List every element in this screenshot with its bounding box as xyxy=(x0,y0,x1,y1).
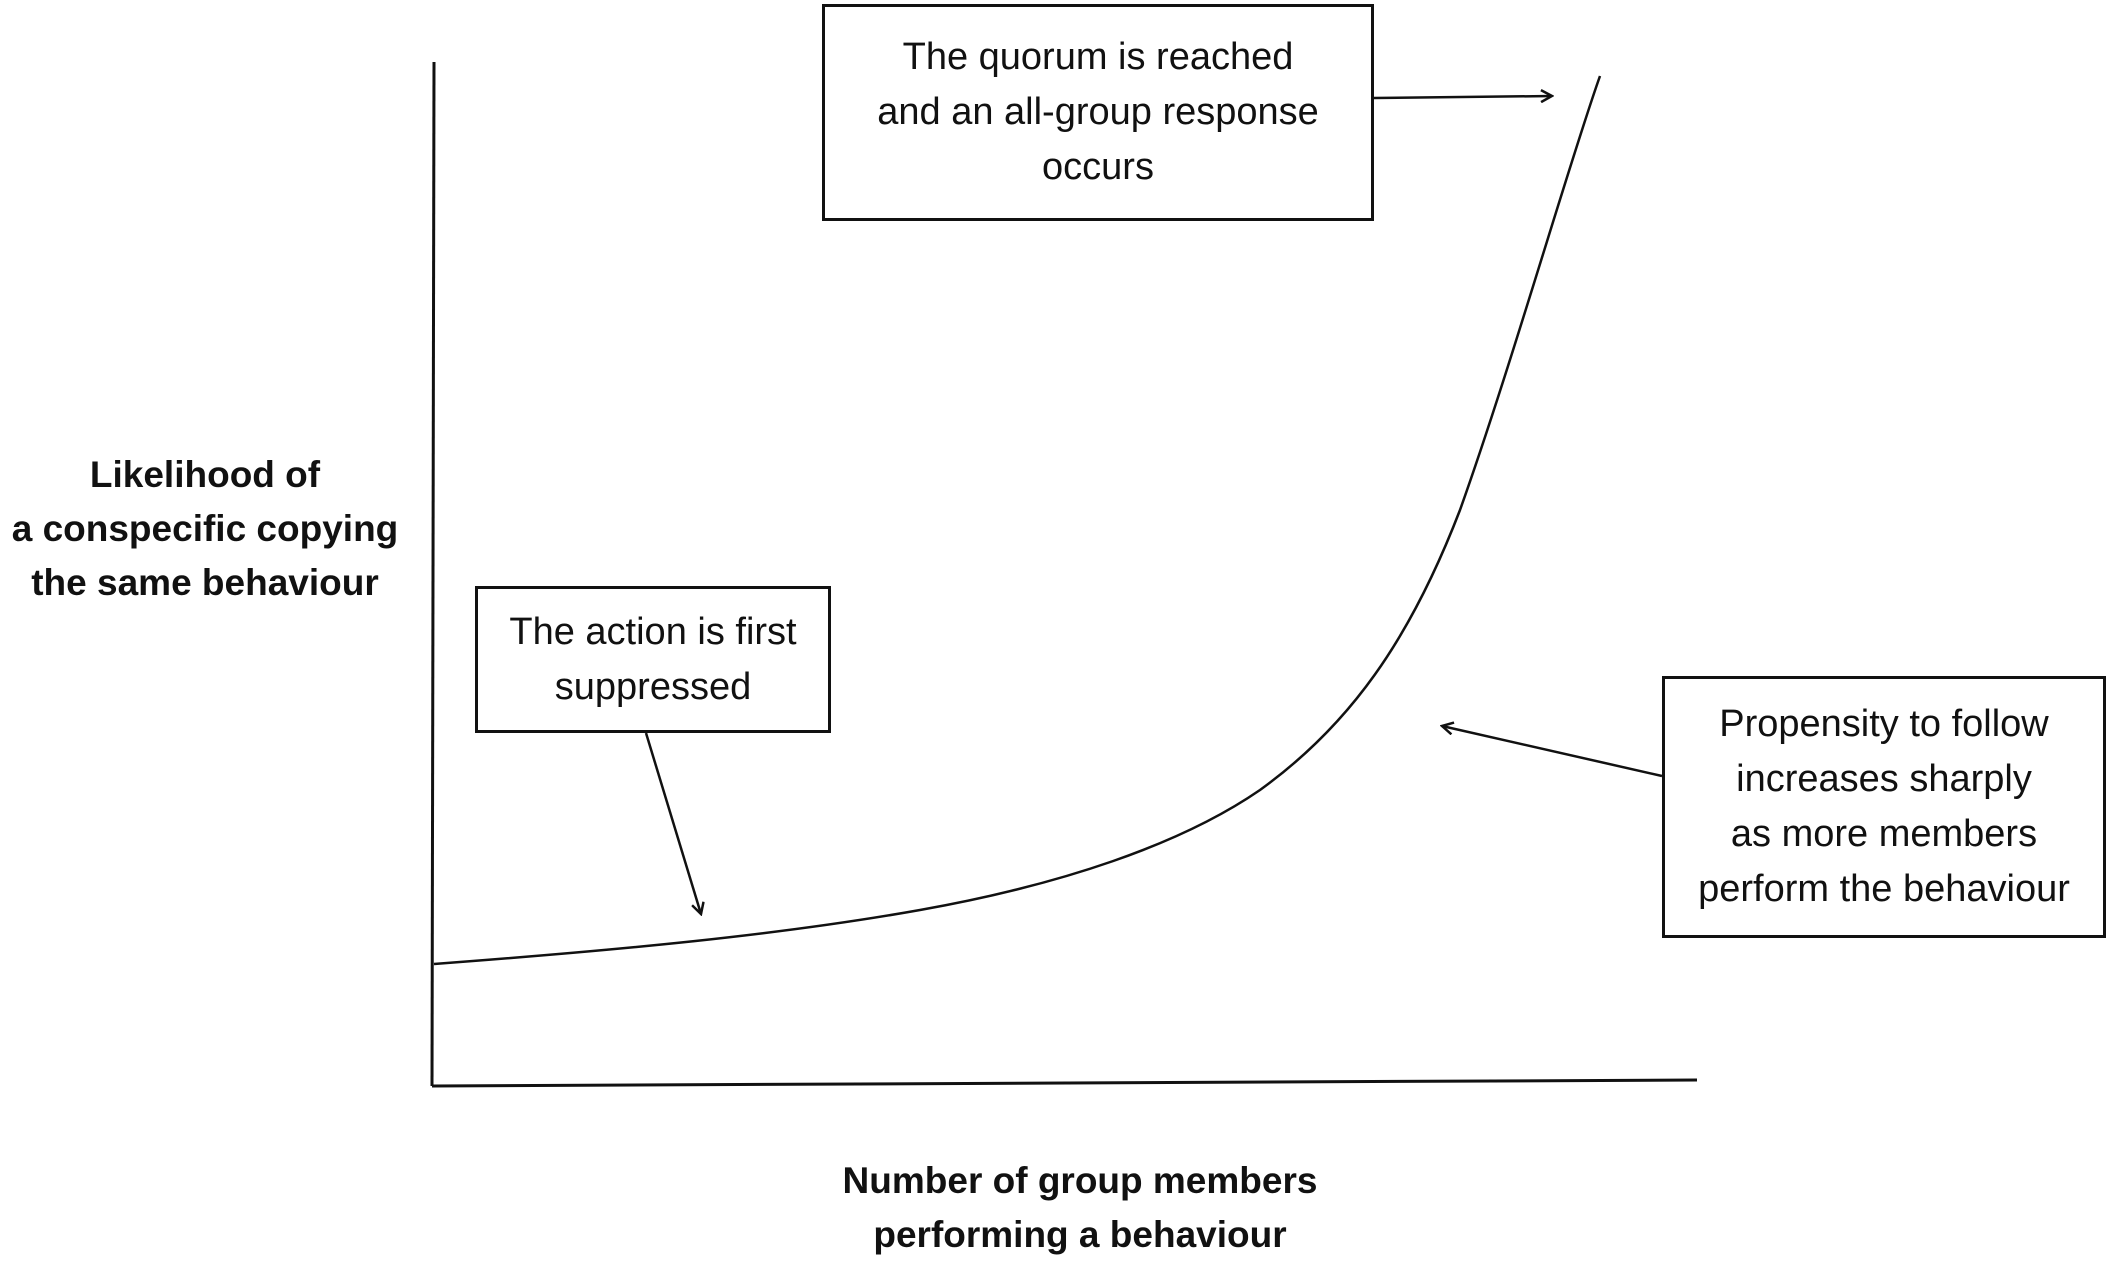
callout-text-line: perform the behaviour xyxy=(1698,868,2070,910)
callout-text-line: increases sharply xyxy=(1736,758,2032,800)
quorum-arrow xyxy=(1373,96,1552,98)
callout-text-line: as more members xyxy=(1730,813,2038,855)
quorum-callout-box: The quorum is reached and an all-group r… xyxy=(822,4,1374,221)
x-axis-label-line: performing a behaviour xyxy=(873,1214,1287,1255)
callout-text-line: The quorum is reached xyxy=(902,36,1294,78)
propensity-arrow xyxy=(1442,726,1663,778)
callout-text-line: occurs xyxy=(1042,146,1154,188)
propensity-callout-box: Propensity to follow increases sharply a… xyxy=(1662,676,2106,938)
suppressed-callout-box: The action is first suppressed xyxy=(475,586,831,733)
x-axis-label: Number of group members performing a beh… xyxy=(760,1154,1400,1262)
callout-text-line: Propensity to follow xyxy=(1719,703,2049,745)
response-curve xyxy=(433,75,1602,966)
callout-text-line: The action is first xyxy=(509,610,797,653)
x-axis-label-line: Number of group members xyxy=(842,1160,1318,1201)
suppressed-arrow xyxy=(644,732,701,914)
y-axis-label-line: a conspecific copying xyxy=(11,508,399,549)
y-axis-label-line: Likelihood of xyxy=(89,454,321,495)
callout-text-line: and an all-group response xyxy=(877,91,1319,133)
y-axis-label: Likelihood of a conspecific copying the … xyxy=(0,448,410,610)
y-axis-line xyxy=(430,61,436,1087)
y-axis-label-line: the same behaviour xyxy=(31,562,379,603)
x-axis-line xyxy=(431,1078,1698,1088)
callout-text-line: suppressed xyxy=(554,665,752,708)
